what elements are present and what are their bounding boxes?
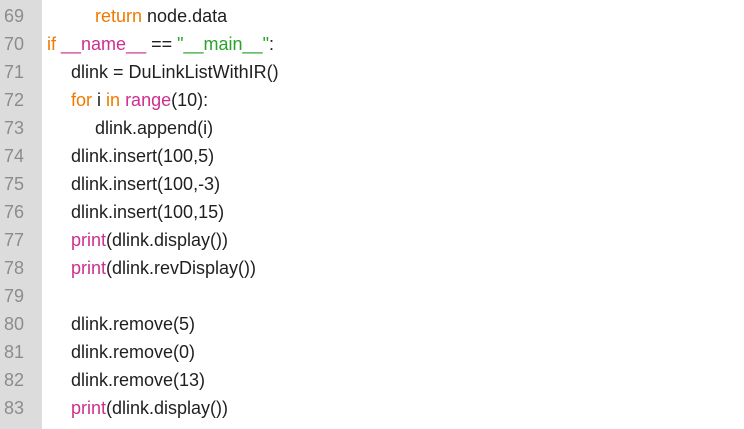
code-token: dlink.insert(100,5) <box>71 146 215 166</box>
code-text: print(dlink.display()) <box>47 394 228 422</box>
code-token: (10): <box>171 90 209 110</box>
code-text: dlink.remove(0) <box>47 338 195 366</box>
code-token: dlink.append(i) <box>95 118 214 138</box>
line-number: 74 <box>4 146 25 166</box>
line-number: 69 <box>4 6 25 26</box>
keyword-token: if <box>47 34 56 54</box>
builtin-token: range <box>125 90 172 110</box>
line-number: 80 <box>4 314 25 334</box>
code-token: dlink.insert(100,-3) <box>71 174 221 194</box>
code-text: dlink.insert(100,5) <box>47 142 214 170</box>
code-text: if __name__ == "__main__": <box>47 30 274 58</box>
code-token: (dlink.display()) <box>106 398 229 418</box>
code-text: dlink.append(i) <box>47 114 213 142</box>
code-text: return node.data <box>47 2 227 30</box>
code-line[interactable]: 72 for i in range(10): <box>0 86 744 114</box>
line-number: 70 <box>4 34 25 54</box>
code-line[interactable]: 77 print(dlink.display()) <box>0 226 744 254</box>
code-line[interactable]: 80 dlink.remove(5) <box>0 310 744 338</box>
code-text: dlink.remove(5) <box>47 310 195 338</box>
code-line[interactable]: 82 dlink.remove(13) <box>0 366 744 394</box>
line-number: 83 <box>4 398 25 418</box>
code-token: dlink.remove(5) <box>71 314 196 334</box>
line-number: 71 <box>4 62 25 82</box>
code-line[interactable]: 79 <box>0 282 744 310</box>
code-token: node.data <box>142 6 228 26</box>
code-text: dlink.insert(100,-3) <box>47 170 220 198</box>
line-number: 79 <box>4 286 25 306</box>
code-text: dlink.insert(100,15) <box>47 198 224 226</box>
keyword-token: in <box>106 90 121 110</box>
code-text: print(dlink.display()) <box>47 226 228 254</box>
code-line[interactable]: 76 dlink.insert(100,15) <box>0 198 744 226</box>
line-number: 72 <box>4 90 25 110</box>
code-line[interactable]: 73 dlink.append(i) <box>0 114 744 142</box>
builtin-token: print <box>71 398 107 418</box>
keyword-token: return <box>95 6 143 26</box>
builtin-token: __name__ <box>61 34 147 54</box>
code-line[interactable]: 81 dlink.remove(0) <box>0 338 744 366</box>
code-token: dlink = DuLinkListWithIR() <box>71 62 279 82</box>
code-token: == <box>146 34 178 54</box>
code-line[interactable]: 74 dlink.insert(100,5) <box>0 142 744 170</box>
keyword-token: for <box>71 90 93 110</box>
builtin-token: print <box>71 230 107 250</box>
line-number: 81 <box>4 342 25 362</box>
code-text: dlink = DuLinkListWithIR() <box>47 58 279 86</box>
code-token: (dlink.revDisplay()) <box>106 258 257 278</box>
line-number: 73 <box>4 118 25 138</box>
line-number: 76 <box>4 202 25 222</box>
code-text: dlink.remove(13) <box>47 366 205 394</box>
code-token: dlink.insert(100,15) <box>71 202 225 222</box>
code-line[interactable]: 71 dlink = DuLinkListWithIR() <box>0 58 744 86</box>
code-token: dlink.remove(0) <box>71 342 196 362</box>
code-line[interactable]: 75 dlink.insert(100,-3) <box>0 170 744 198</box>
code-line[interactable]: 70 if __name__ == "__main__": <box>0 30 744 58</box>
code-line[interactable]: 83 print(dlink.display()) <box>0 394 744 422</box>
line-number: 82 <box>4 370 25 390</box>
code-token: : <box>268 34 274 54</box>
code-line[interactable]: 69 return node.data <box>0 2 744 30</box>
code-line[interactable]: 78 print(dlink.revDisplay()) <box>0 254 744 282</box>
line-number-gutter <box>0 0 42 429</box>
code-token: i <box>92 90 107 110</box>
string-token: "__main__" <box>177 34 269 54</box>
code-token: (dlink.display()) <box>106 230 229 250</box>
line-number: 78 <box>4 258 25 278</box>
code-text: print(dlink.revDisplay()) <box>47 254 256 282</box>
builtin-token: print <box>71 258 107 278</box>
line-number: 75 <box>4 174 25 194</box>
code-text: for i in range(10): <box>47 86 208 114</box>
code-token: dlink.remove(13) <box>71 370 206 390</box>
line-number: 77 <box>4 230 25 250</box>
